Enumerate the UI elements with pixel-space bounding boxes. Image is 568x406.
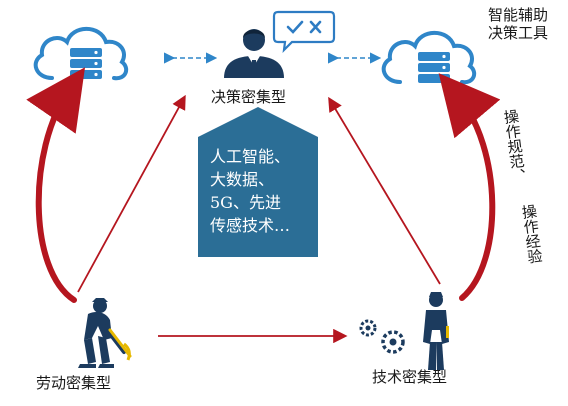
label-tech-intensive: 技术密集型 [372, 368, 448, 386]
center-line-2: 大数据、 [210, 170, 275, 189]
technician-icon [423, 292, 449, 370]
arrow-labor-to-decision [77, 94, 186, 293]
curve-arrow-right [438, 73, 501, 301]
label-ai-assist-line2: 决策工具 [488, 24, 549, 42]
label-labor-intensive: 劳动密集型 [36, 374, 112, 392]
gears-icon [359, 319, 405, 354]
arrow-tech-to-decision [328, 96, 441, 285]
center-line-4: 传感技术… [210, 216, 291, 235]
worker-pickaxe-icon [78, 298, 132, 368]
center-pentagon [198, 107, 318, 257]
businessman-icon [224, 29, 284, 78]
label-decision-intensive: 决策密集型 [211, 88, 287, 106]
left-cloud-server-icon [33, 26, 129, 81]
label-ai-assist-line1: 智能辅助 [488, 6, 549, 24]
center-line-3: 5G、先进 [210, 193, 281, 212]
center-technology-box: 人工智能、 大数据、 5G、先进 传感技术… [198, 137, 318, 257]
center-line-1: 人工智能、 [210, 147, 291, 166]
chat-check-icon [272, 10, 336, 54]
right-cloud-server-icon [381, 30, 477, 85]
curve-arrow-left [26, 67, 86, 303]
